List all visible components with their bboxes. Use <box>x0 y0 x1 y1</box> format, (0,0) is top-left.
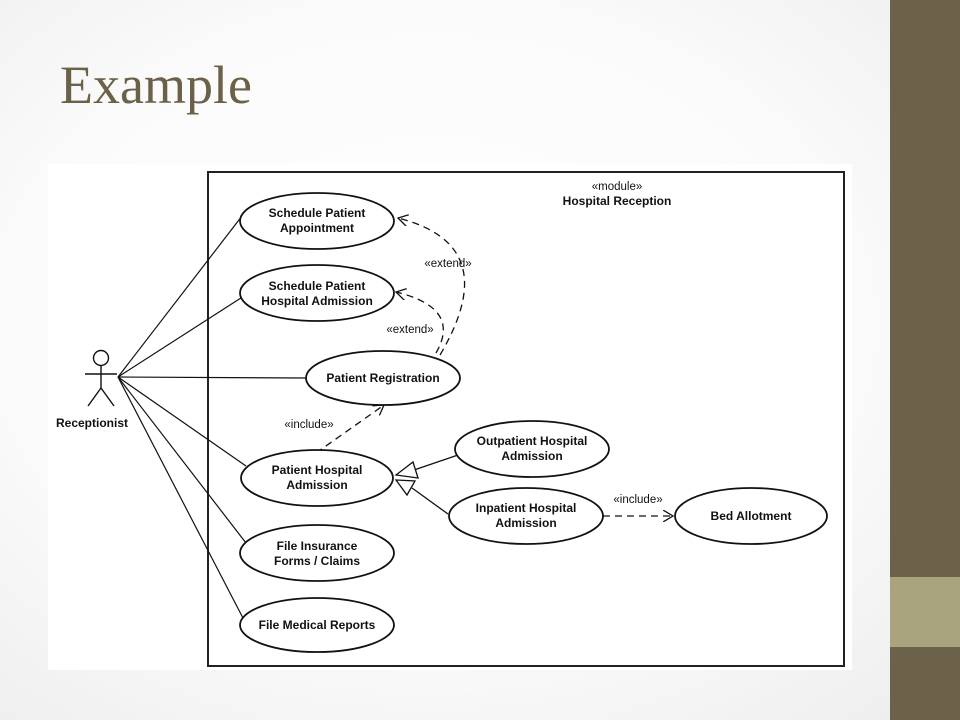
svg-text:Patient Registration: Patient Registration <box>326 371 439 385</box>
include-label-2: «include» <box>613 494 662 506</box>
extend-label-2: «extend» <box>386 324 433 336</box>
svg-text:Bed Allotment: Bed Allotment <box>711 509 792 523</box>
side-bar-accent <box>890 577 960 647</box>
association-insurance <box>117 376 247 544</box>
svg-text:Forms / Claims: Forms / Claims <box>274 554 360 568</box>
svg-text:Inpatient Hospital: Inpatient Hospital <box>476 501 577 515</box>
use-case-bed-allotment[interactable]: Bed Allotment <box>674 487 828 545</box>
svg-text:Schedule Patient: Schedule Patient <box>269 279 366 293</box>
use-case-schedule-admission[interactable]: Schedule Patient Hospital Admission <box>239 264 395 322</box>
receptionist-actor <box>85 349 117 407</box>
svg-text:Admission: Admission <box>286 478 347 492</box>
use-case-insurance[interactable]: File Insurance Forms / Claims <box>239 524 395 582</box>
association-medical-reports <box>117 376 245 621</box>
generalization-arrows <box>394 454 459 515</box>
svg-text:Outpatient Hospital: Outpatient Hospital <box>477 434 588 448</box>
system-stereotype: «module» <box>592 181 643 193</box>
svg-text:Admission: Admission <box>501 449 562 463</box>
system-boundary <box>207 171 845 667</box>
svg-text:File Insurance: File Insurance <box>277 539 358 553</box>
use-case-outpatient[interactable]: Outpatient Hospital Admission <box>454 420 610 478</box>
use-case-registration[interactable]: Patient Registration <box>305 350 461 406</box>
extend-arrow-appointment <box>398 218 466 356</box>
extend-label-1: «extend» <box>424 258 471 270</box>
association-schedule-appointment <box>117 215 243 378</box>
use-case-inpatient[interactable]: Inpatient Hospital Admission <box>448 487 604 545</box>
actor-label: Receptionist <box>56 416 128 430</box>
association-registration <box>117 376 307 379</box>
diagram-panel: «module» Hospital Reception Receptionist… <box>48 164 852 670</box>
include-arrow-registration <box>315 405 384 454</box>
extend-arrow-admission <box>396 292 444 354</box>
svg-text:File Medical Reports: File Medical Reports <box>259 618 376 632</box>
svg-text:Hospital Admission: Hospital Admission <box>261 294 373 308</box>
use-case-schedule-appointment[interactable]: Schedule Patient Appointment <box>239 192 395 250</box>
use-case-hospital-admission[interactable]: Patient Hospital Admission <box>240 449 394 507</box>
svg-text:Admission: Admission <box>495 516 556 530</box>
svg-text:Schedule Patient: Schedule Patient <box>269 206 366 220</box>
svg-text:Patient Hospital: Patient Hospital <box>272 463 363 477</box>
svg-text:Appointment: Appointment <box>280 221 354 235</box>
include-label-1: «include» <box>284 419 333 431</box>
use-case-diagram: «module» Hospital Reception Receptionist… <box>56 171 845 667</box>
association-schedule-admission <box>117 295 245 378</box>
system-name: Hospital Reception <box>563 194 672 208</box>
association-hospital-admission <box>117 376 247 467</box>
slide-title: Example <box>60 55 252 115</box>
use-case-medical-reports[interactable]: File Medical Reports <box>239 597 395 653</box>
actor-associations <box>117 215 307 621</box>
